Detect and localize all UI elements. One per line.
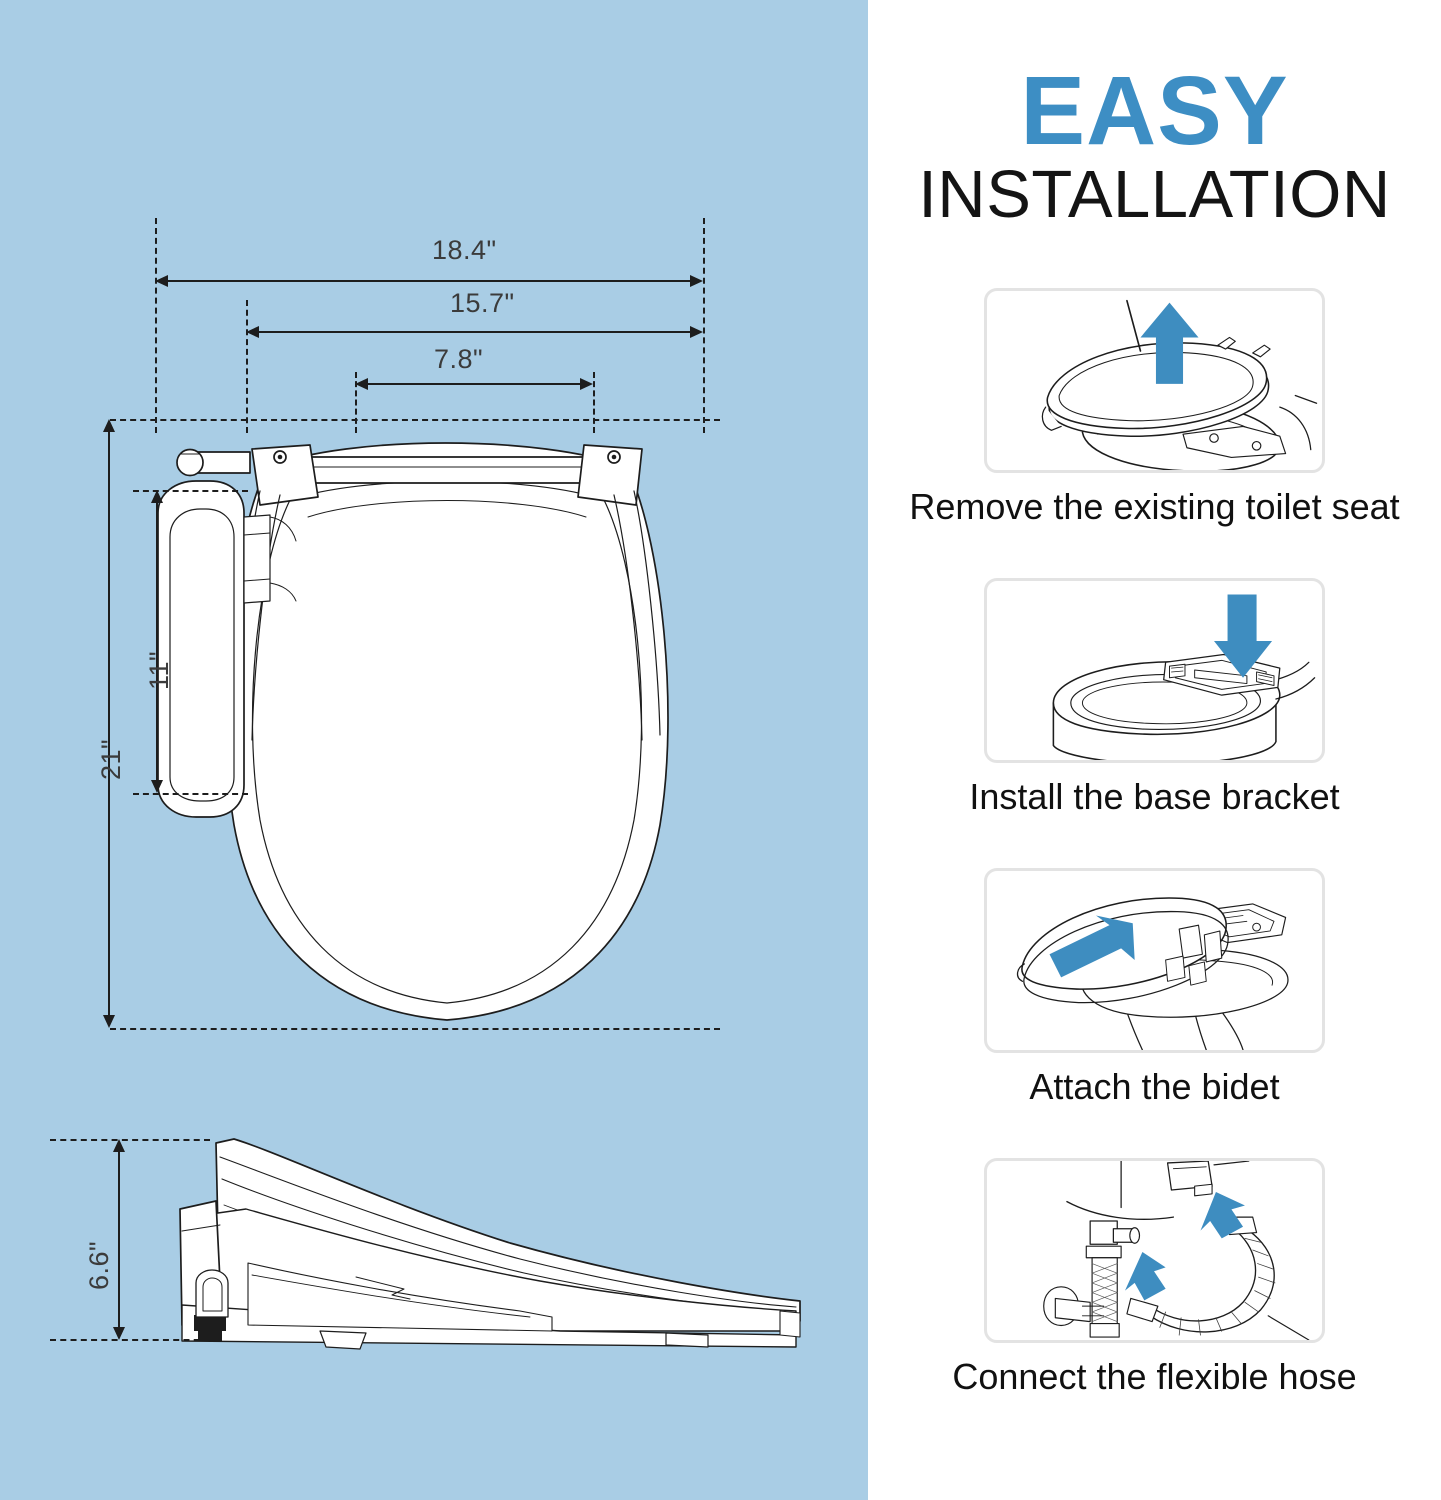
arrow-up-21 [103,419,115,432]
dim-line-15-7 [251,331,698,333]
install-step-4: Connect the flexible hose [868,1158,1441,1397]
top-view-drawing [157,442,669,1021]
ext-line-left-hole [355,372,357,433]
dim-line-21 [108,424,110,1024]
dim-label-overall-length: 21" [96,738,126,780]
spec-panel: 18.4" 15.7" 7.8" 21" 11" [0,0,868,1500]
base-bracket-icon [1052,594,1316,760]
bidet-slide-icon [1016,897,1289,1050]
ext-line-side-bottom [50,1339,210,1341]
side-view-drawing [179,1138,801,1350]
dim-label-seat-width: 15.7" [450,288,515,318]
install-step-1: Remove the existing toilet seat [868,288,1441,527]
arrow-up-left-blue-upper [1200,1191,1245,1239]
dim-label-hole-span: 7.8" [434,344,484,374]
ext-line-right-outer [703,218,705,433]
arrow-right-18-4 [690,275,703,287]
ext-line-left-outer [155,218,157,433]
flexible-hose-icon [1043,1161,1310,1340]
step-2-caption: Install the base bracket [969,776,1340,817]
dim-label-overall-width: 18.4" [432,235,497,265]
step-3-illustration-card [984,868,1325,1053]
ext-line-cp-top [133,490,248,492]
ext-line-right-hole [593,372,595,433]
ext-line-cp-bottom [133,793,248,795]
headline-installation: INSTALLATION [918,157,1391,232]
step-4-caption: Connect the flexible hose [952,1356,1357,1397]
dim-label-control-panel-length: 11" [144,650,174,690]
step-3-caption: Attach the bidet [1029,1066,1280,1107]
arrow-down-21 [103,1015,115,1028]
arrow-up-right-blue [1049,915,1135,978]
arrow-left-15-7 [246,326,259,338]
ext-line-left-seat [246,300,248,433]
arrow-up-left-blue-lower [1124,1251,1166,1301]
headline: EASY INSTALLATION [868,62,1441,230]
arrow-right-7-8 [580,378,593,390]
step-2-illustration-card [984,578,1325,763]
arrow-left-7-8 [355,378,368,390]
step-1-caption: Remove the existing toilet seat [909,486,1400,527]
toilet-seat-lift-icon [1041,299,1318,470]
step-4-illustration-card [984,1158,1325,1343]
install-step-3: Attach the bidet [868,868,1441,1107]
install-step-2: Install the base bracket [868,578,1441,817]
dim-line-6-6 [118,1144,120,1336]
step-1-illustration-card [984,288,1325,473]
arrow-right-15-7 [690,326,703,338]
ext-line-top-bbox [110,419,720,421]
dim-label-side-height: 6.6" [84,1240,114,1290]
ext-line-bottom-bbox [110,1028,720,1030]
dim-line-7-8 [360,383,588,385]
arrow-up-11 [151,490,163,503]
headline-easy: EASY [1020,56,1289,165]
arrow-down-6-6 [113,1327,125,1340]
arrow-down-11 [151,780,163,793]
arrow-left-18-4 [155,275,168,287]
ext-line-side-top [50,1139,210,1141]
install-panel: EASY INSTALLATION [868,0,1441,1500]
arrow-up-6-6 [113,1139,125,1152]
dim-line-18-4 [160,280,698,282]
arrow-down-blue [1214,594,1273,678]
arrow-up-blue [1140,302,1199,384]
dim-line-11 [156,495,158,788]
